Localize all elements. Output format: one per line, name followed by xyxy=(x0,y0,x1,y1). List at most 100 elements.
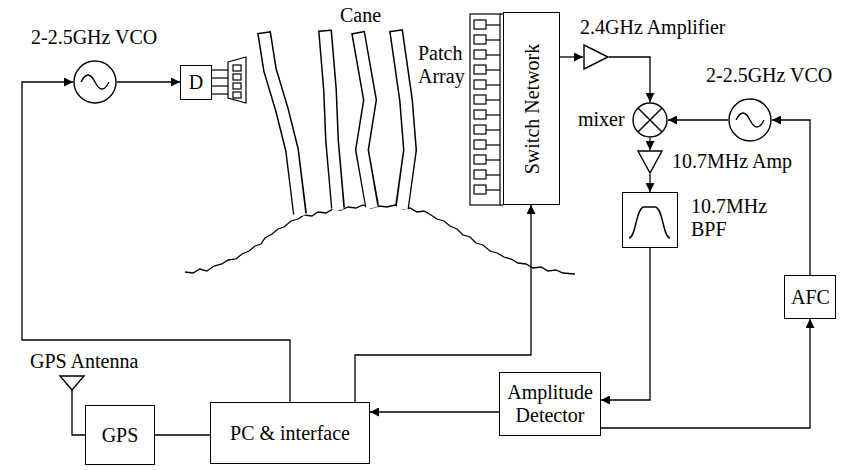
signal-connector xyxy=(649,174,650,192)
patch-feed xyxy=(486,24,500,25)
block-text: AFC xyxy=(791,286,829,309)
signal-connector xyxy=(649,138,650,150)
block-text: GPS xyxy=(102,424,139,447)
patch-feed xyxy=(486,69,500,70)
patch-feed xyxy=(486,174,500,175)
sine-symbol xyxy=(736,113,764,127)
feed-line xyxy=(212,93,228,94)
patch xyxy=(474,65,486,74)
feed-line xyxy=(212,69,228,70)
patch-feed xyxy=(486,189,500,190)
feed-line xyxy=(212,85,228,86)
filter-box: 10.7MHz BPF xyxy=(622,192,678,248)
block-text: Switch Network xyxy=(520,43,543,174)
signal-connector xyxy=(22,82,290,402)
patch xyxy=(474,185,486,194)
vco-oscillator: 2-2.5GHz VCO xyxy=(73,60,117,104)
block-label: 2-2.5GHz VCO xyxy=(31,26,157,49)
block-label: 10.7MHz BPF xyxy=(691,195,773,241)
patch xyxy=(474,80,486,89)
signal-connector xyxy=(609,57,650,102)
block-label: 2.4GHz Amplifier xyxy=(580,16,726,39)
block-label: mixer xyxy=(578,108,625,131)
shape-group xyxy=(584,45,608,69)
cane-fill xyxy=(358,34,372,209)
signal-connector xyxy=(370,411,499,412)
shape-group xyxy=(629,207,670,238)
antenna-head xyxy=(60,376,84,390)
receive-patch-array xyxy=(470,14,503,205)
connectors xyxy=(22,57,810,435)
canes xyxy=(264,30,410,216)
block-label: GPS Antenna xyxy=(30,350,138,373)
signal-connector xyxy=(601,248,650,400)
patch xyxy=(474,140,486,149)
patch-strip xyxy=(470,14,500,205)
ground-line xyxy=(185,205,575,274)
patch xyxy=(474,110,486,119)
cane-fill xyxy=(325,32,338,211)
signal-connector xyxy=(155,434,210,435)
ground-hill xyxy=(185,205,575,274)
shape-group xyxy=(74,61,116,103)
amplifier-triangle: 2.4GHz Amplifier xyxy=(583,44,609,70)
patch-feed xyxy=(486,144,500,145)
patch xyxy=(233,92,241,98)
signal-connector xyxy=(668,119,728,120)
circle-outline xyxy=(633,103,667,137)
afc-box: AFC xyxy=(784,275,836,319)
shape-group xyxy=(60,376,84,396)
patch xyxy=(474,50,486,59)
block-label: 10.7MHz Amp xyxy=(672,150,792,173)
patch xyxy=(474,95,486,104)
pc-box: PC & interface xyxy=(210,402,370,464)
gps-box: GPS xyxy=(85,405,155,465)
block-text: PC & interface xyxy=(230,422,350,445)
antenna-stem xyxy=(71,390,72,396)
shape-group xyxy=(638,151,662,173)
antenna-symbol: GPS Antenna xyxy=(60,376,84,396)
signal-connector xyxy=(72,396,85,435)
cane-fill xyxy=(264,34,300,217)
signal-connector xyxy=(560,56,583,57)
patch xyxy=(474,155,486,164)
patch-feed xyxy=(486,84,500,85)
sine-symbol xyxy=(81,75,109,89)
block-text: D xyxy=(189,71,203,94)
patch-feed xyxy=(486,159,500,160)
shape-group xyxy=(633,103,667,137)
patch-feed xyxy=(486,99,500,100)
patch-feed xyxy=(486,54,500,55)
vco-oscillator: 2-2.5GHz VCO xyxy=(728,98,772,142)
triangle-outline xyxy=(638,151,662,173)
patch-feed xyxy=(486,114,500,115)
patch-feed xyxy=(486,129,500,130)
mixer-circle: mixer xyxy=(632,102,668,138)
transmit-patch-array xyxy=(212,57,246,103)
mixer-cross xyxy=(638,108,662,132)
patch xyxy=(474,170,486,179)
signal-connector xyxy=(117,81,180,82)
shape-group xyxy=(729,99,771,141)
node-shape xyxy=(583,44,609,70)
node-shape xyxy=(623,193,679,249)
node-shape xyxy=(60,376,84,396)
triangle-outline xyxy=(584,45,608,69)
patch xyxy=(233,65,241,71)
node-shape xyxy=(73,60,117,104)
signal-connector xyxy=(772,120,810,275)
patch xyxy=(474,125,486,134)
node-shape xyxy=(637,150,663,174)
block-label: 2-2.5GHz VCO xyxy=(706,64,832,87)
patch xyxy=(474,35,486,44)
amplifier-triangle: 10.7MHz Amp xyxy=(637,150,663,174)
node-shape xyxy=(632,102,668,138)
cane-fill xyxy=(396,32,410,210)
mixer-cross xyxy=(638,108,662,132)
switch-network-box: Switch Network xyxy=(503,12,560,205)
detector-box: Amplitude Detector xyxy=(499,372,601,436)
feed-line xyxy=(212,77,228,78)
patch-panel xyxy=(228,57,246,103)
patch xyxy=(474,20,486,29)
